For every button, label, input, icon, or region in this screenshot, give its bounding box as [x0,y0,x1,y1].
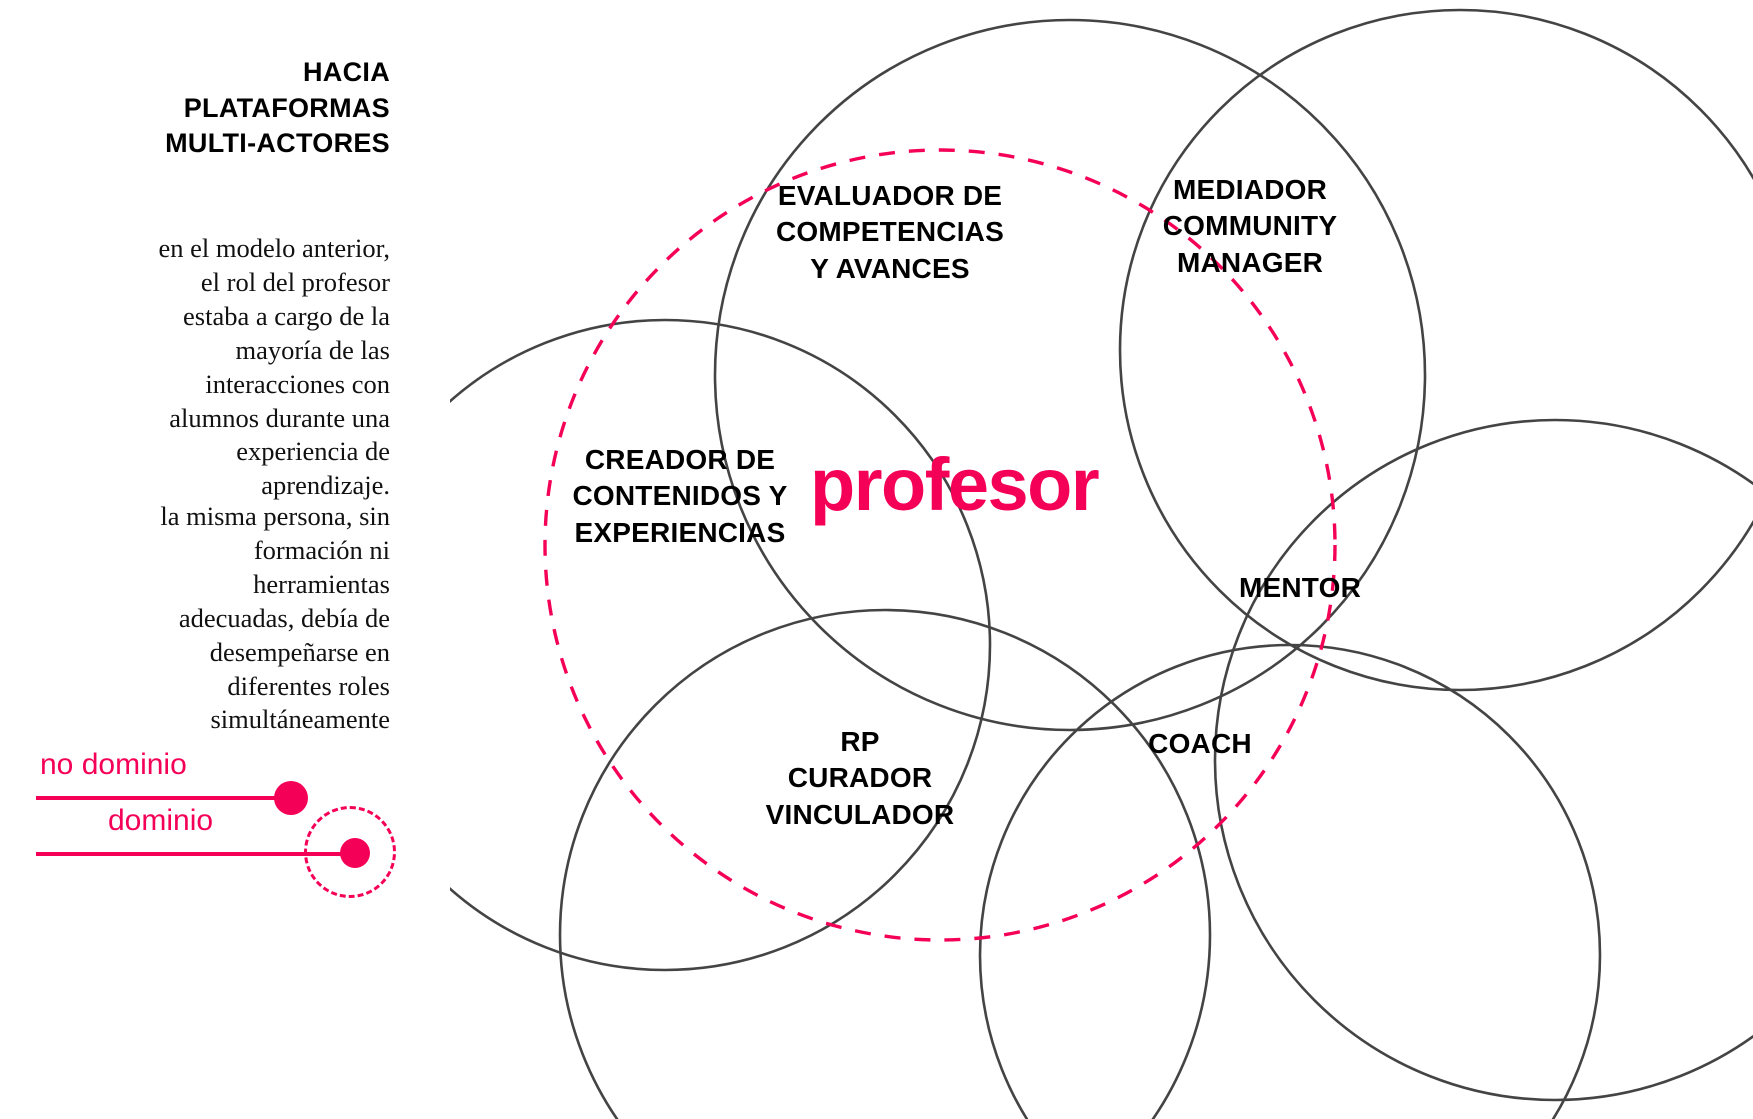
legend: no dominio dominio [0,748,430,928]
circle-dominio-dashed-boundary [543,148,1337,942]
circle-evaluador [713,18,1427,732]
circle-coach [978,643,1602,1119]
left-text-panel: HACIA PLATAFORMAS MULTI-ACTORES en el mo… [0,0,450,1119]
role-label-mentor: MENTOR [1238,572,1362,603]
circle-rp [558,608,1212,1119]
role-label-creador: CREADOR DE CONTENIDOS Y EXPERIENCIAS [572,444,788,548]
role-label-coach: COACH [1148,728,1252,759]
venn-circles-svg [450,8,1753,1119]
legend-dashed-circle-icon [304,806,396,898]
center-word-profesor: profesor [810,443,1100,526]
description-paragraph-2: la misma persona, sin formación ni herra… [160,501,390,735]
legend-label-dominio: dominio [108,804,214,837]
legend-filled-dot-icon [340,838,370,868]
legend-filled-dot-icon [274,781,308,815]
role-label-mediador: MEDIADOR COMMUNITY MANAGER [1162,174,1338,278]
circle-mediador [1118,8,1753,692]
legend-line-icon [36,796,292,800]
description-paragraph-1: en el modelo anterior, el rol del profes… [158,233,390,501]
legend-label-no-dominio: no dominio [40,748,187,781]
circle-creador [450,318,992,972]
role-label-rp: RP CURADOR VINCULADOR [765,726,955,830]
legend-line-icon [36,852,356,856]
venn-diagram: EVALUADOR DE COMPETENCIAS Y AVANCES MEDI… [450,0,1753,1119]
role-label-evaluador: EVALUADOR DE COMPETENCIAS Y AVANCES [776,180,1004,284]
circle-mentor [1213,418,1753,1102]
page-title: HACIA PLATAFORMAS MULTI-ACTORES [165,57,390,159]
